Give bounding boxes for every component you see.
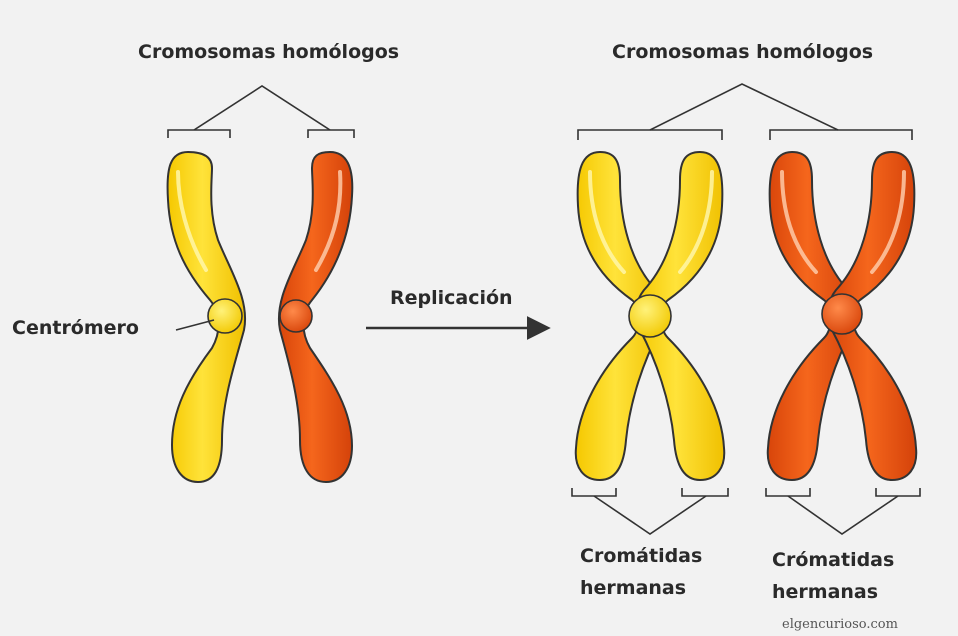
centromere-orange [280,300,312,332]
sister-chromatids-label-right-1: Crómatidas [772,549,894,571]
left-homologous-bracket [168,86,354,138]
replicated-orange-chromosome [768,152,917,480]
sister-chromatids-label-left-2: hermanas [580,577,686,599]
sister-chromatids-label-right-2: hermanas [772,581,878,603]
yellow-chromosome [168,152,246,482]
centromere-pointer [176,320,214,330]
right-homologous-title: Cromosomas homólogos [612,41,873,63]
sister-chromatids-bracket-right [766,488,920,534]
orange-chromosome [279,152,352,482]
centromere-yellow [208,299,242,333]
centromere-label: Centrómero [12,317,139,339]
sister-chromatids-label-left-1: Cromátidas [580,545,702,567]
left-homologous-title: Cromosomas homólogos [138,41,399,63]
centromere-orange-replicated [822,294,862,334]
replication-label: Replicación [390,287,513,309]
centromere-yellow-replicated [629,295,671,337]
right-homologous-bracket [578,84,912,140]
watermark: elgencurioso.com [782,617,898,632]
replicated-yellow-chromosome [576,152,725,480]
sister-chromatids-bracket-left [572,488,728,534]
